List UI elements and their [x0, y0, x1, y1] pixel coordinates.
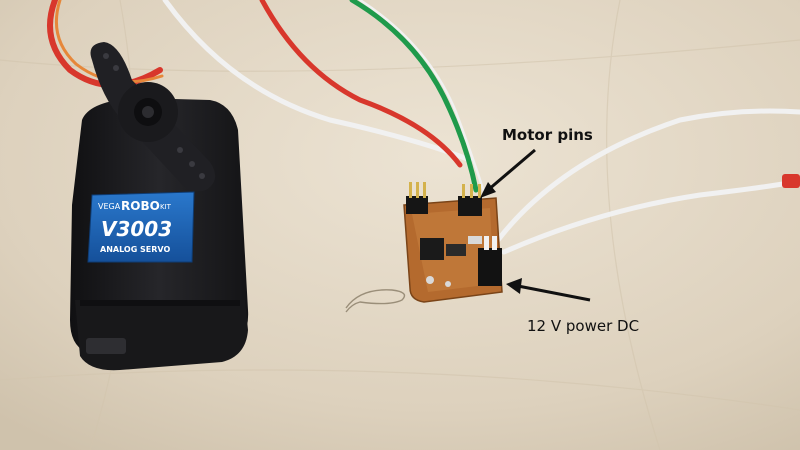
servo-motor: VEGA ROBO KIT V3003 ANALOG SERVO — [70, 42, 249, 371]
brand-prefix: VEGA — [98, 202, 121, 211]
model-number: V3003 — [101, 217, 172, 241]
power-connector — [478, 236, 502, 286]
wire-white-right-1 — [495, 108, 800, 243]
motor-pins-label: Motor pins — [502, 126, 593, 144]
brand-main: ROBO — [121, 199, 160, 213]
servo-label: VEGA ROBO KIT V3003 ANALOG SERVO — [87, 191, 195, 263]
wire-red-tip — [782, 174, 800, 188]
wire-white-left — [162, 0, 473, 163]
servo-horn — [90, 42, 216, 192]
pcb-board — [403, 182, 503, 303]
wire-scrap — [345, 289, 406, 313]
servo-lead-orange — [54, 0, 164, 84]
brand-suffix: KIT — [160, 203, 172, 211]
power-label: 12 V power DC — [527, 317, 639, 335]
wire-green — [349, 0, 479, 193]
wire-white-mid — [358, 0, 486, 194]
motor-pin-header — [406, 182, 482, 216]
servo-type: ANALOG SERVO — [100, 245, 170, 254]
wire-white-right-2 — [501, 179, 798, 255]
power-annotation: 12 V power DC — [506, 278, 639, 335]
wire-red — [259, 0, 463, 168]
motor-pins-annotation: Motor pins — [480, 126, 593, 198]
